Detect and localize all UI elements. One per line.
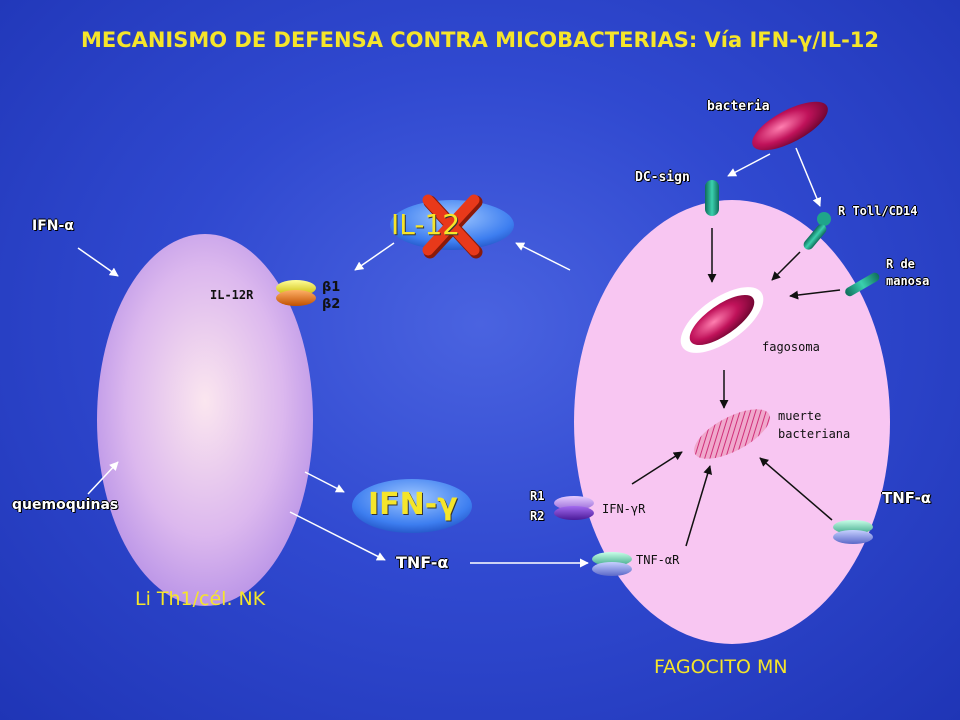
il12r-label: IL-12R [210,288,254,302]
phagocyte-caption: FAGOCITO MN [654,656,788,678]
arrow-cell-to-ifn-gamma [304,471,345,493]
arrow-bacteria-to-toll [795,147,822,207]
tnf-alpha-receptor-top [592,552,632,566]
phagosome-bacteria [689,294,755,346]
beta1-label: β1 [322,280,341,295]
arrow-quemoquinas-to-cell [87,461,119,495]
arrow-ifn-gamma-r-to-death [631,451,683,485]
il12-label: IL-12 [391,208,461,241]
r1-label: R1 [530,489,545,503]
th1-nk-cell [97,234,313,606]
bacterial-death-label-line2: bacteriana [778,427,851,441]
bacterial-death-label-line1: muerte [778,409,822,423]
arrow-ifn-alpha-to-cell [77,247,119,277]
ifn-gamma-receptor-r1 [554,496,594,510]
bacteria [752,101,828,151]
arrow-bacteria-to-dc-sign [727,153,771,177]
tnf-alpha-receptor-label: TNF-αR [636,553,680,567]
r2-label: R2 [530,509,545,523]
tnf-alpha-outer-label: TNF-α [882,489,932,507]
arrow-mannose-to-phagosome [789,289,841,300]
tnf-alpha-receptor-bottom [592,562,632,576]
mannose-label-line1: R de [886,257,915,271]
bacteria-label: bacteria [707,99,770,114]
phagosome-label: fagosoma [762,340,820,354]
ifn-gamma-molecule [352,479,472,533]
tnf-alpha-label: TNF-α [396,553,449,572]
mannose-receptor [845,272,880,297]
arrow-tnf-r-to-death [685,465,712,547]
il12r-beta2-subunit [276,290,316,306]
th1-nk-caption: Li Th1/cél. NK [135,588,266,610]
arrow-cell-to-tnf-alpha [289,511,386,561]
mannose-label-line2: manosa [886,274,930,288]
toll-cd14-label: R Toll/CD14 [838,204,918,218]
dead-bacteria [694,409,770,459]
arrow-toll-to-phagosome [771,251,801,281]
page-title: MECANISMO DE DEFENSA CONTRA MICOBACTERIA… [80,28,880,52]
quemoquinas-label: quemoquinas [12,497,119,513]
arrow-il12-to-cell [354,242,395,271]
ifn-alpha-label: IFN-α [32,218,74,234]
toll-cd14-receptor-head [817,212,831,226]
dc-sign-label: DC-sign [635,170,690,185]
tnf-alpha-receptor-outer-bottom [833,530,873,544]
arrow-phagocyte-to-il12 [515,242,571,271]
toll-cd14-receptor [803,224,827,250]
ifn-gamma-receptor-label: IFN-γR [602,502,646,516]
ifn-gamma-receptor-r2 [554,506,594,520]
ifn-gamma-label: IFN-γ [368,487,458,522]
tnf-alpha-receptor-outer-top [833,520,873,534]
arrow-outer-tnf-to-death [759,457,833,521]
dc-sign-receptor [705,180,719,216]
beta2-label: β2 [322,297,341,312]
blocked-cross-icon [422,194,483,259]
